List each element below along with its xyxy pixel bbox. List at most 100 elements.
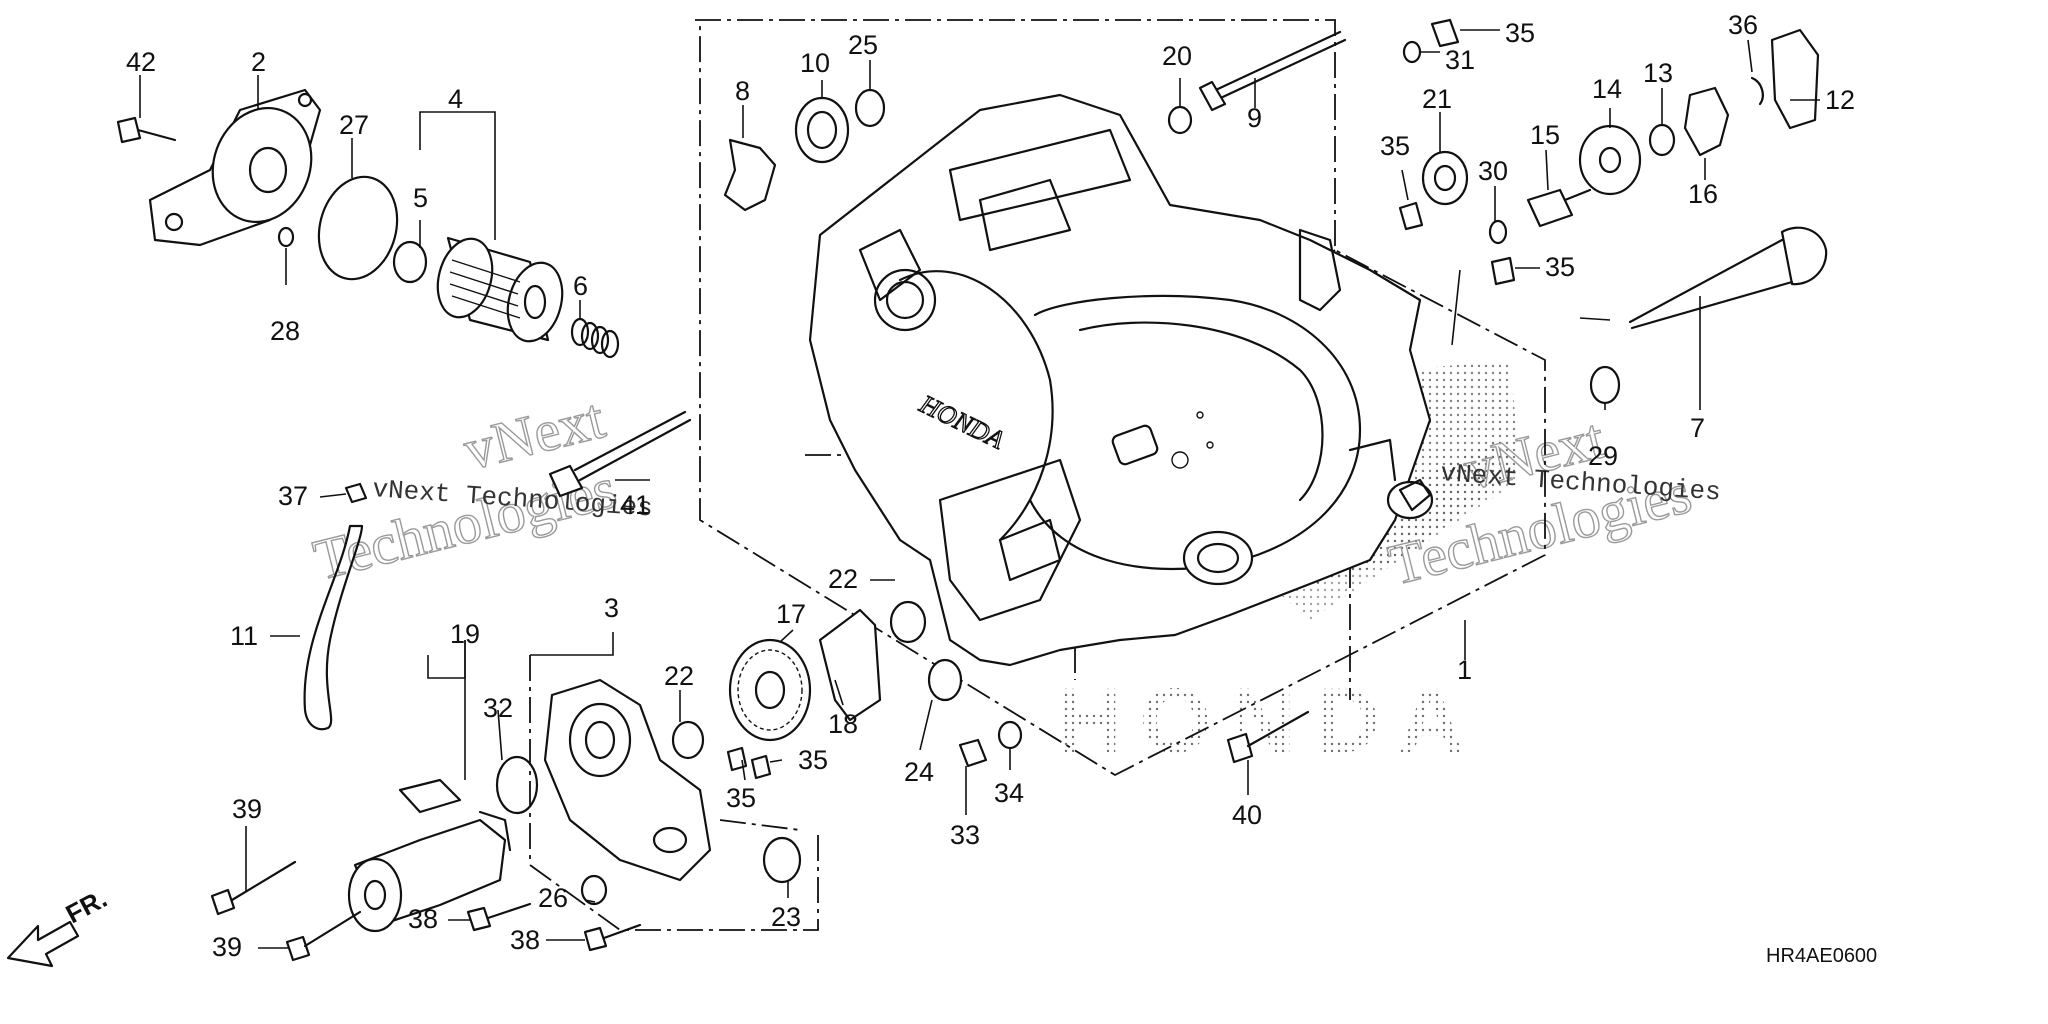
callout-19: 19: [450, 619, 480, 649]
callout-labels: 42 2 27 4 5 6 28 8 10 25 20 9 31 35 21 3…: [126, 10, 1855, 962]
callout-35-mid: 35: [1380, 131, 1410, 161]
callout-38-b: 38: [510, 925, 540, 955]
gear-14: [1578, 124, 1642, 196]
callout-16: 16: [1688, 179, 1718, 209]
o-ring-32: [495, 755, 539, 815]
callout-2: 2: [251, 47, 266, 77]
callout-11: 11: [230, 621, 258, 651]
dowel-35-right: [1490, 256, 1516, 286]
callout-39-b: 39: [212, 932, 242, 962]
callout-6: 6: [573, 271, 588, 301]
callout-35-right: 35: [1545, 252, 1575, 282]
bracket-12: [1770, 28, 1820, 130]
filter-o-ring: [392, 240, 428, 284]
callout-22-right: 22: [828, 564, 858, 594]
callout-30: 30: [1478, 156, 1508, 186]
oil-filter-cover: [148, 88, 322, 247]
oil-pump-housing: [543, 678, 712, 882]
callout-33: 33: [950, 820, 980, 850]
callout-35-top: 35: [1505, 18, 1535, 48]
o-ring-29: [1589, 365, 1621, 405]
nut-33: [958, 738, 988, 768]
bolt-38-b: [583, 923, 642, 952]
bearing-22-left: [671, 720, 705, 760]
callout-9: 9: [1247, 103, 1262, 133]
callout-36: 36: [1728, 10, 1758, 40]
callout-26: 26: [538, 883, 568, 913]
clip-36: [1750, 76, 1764, 106]
callout-42: 42: [126, 47, 156, 77]
callout-1: 1: [1457, 655, 1472, 685]
oil-filter-element: [436, 236, 564, 343]
callout-5: 5: [413, 183, 428, 213]
washer-20: [1167, 105, 1193, 135]
callout-15: 15: [1530, 120, 1560, 150]
callout-34: 34: [994, 778, 1024, 808]
callout-8: 8: [735, 76, 750, 106]
callout-35-pump-a: 35: [798, 745, 828, 775]
callout-28: 28: [270, 316, 300, 346]
callout-21: 21: [1422, 84, 1452, 114]
dowel-35-mid: [1398, 201, 1424, 231]
callout-20: 20: [1162, 41, 1192, 71]
callout-17: 17: [776, 599, 806, 629]
filter-cover-o-ring: [317, 175, 399, 281]
arm-18: [818, 608, 882, 722]
clip-37: [344, 482, 368, 504]
gear-17: [728, 638, 812, 742]
washer-31: [1402, 40, 1422, 64]
washer-28: [277, 226, 295, 248]
callout-18: 18: [828, 709, 858, 739]
seal-10: [794, 96, 850, 164]
drawing-code: HR4AE0600: [1766, 945, 1877, 967]
bearing-23: [762, 836, 802, 884]
callout-7: 7: [1690, 413, 1705, 443]
callout-14: 14: [1592, 74, 1622, 104]
bearing-22-right: [889, 600, 927, 644]
bolt-40: [1226, 710, 1310, 764]
dowel-35-pump-a: [726, 746, 748, 772]
callout-35-pump-b: 35: [726, 783, 756, 813]
washer-30: [1488, 219, 1508, 245]
callout-41: 41: [620, 490, 650, 520]
valve-8: [723, 138, 777, 212]
callout-24: 24: [904, 757, 934, 787]
callout-27: 27: [339, 110, 369, 140]
leader-lines: [139, 29, 1820, 949]
bolt-39-a: [210, 860, 297, 916]
bolt-41: [548, 410, 692, 498]
bolt-38-a: [466, 902, 532, 932]
front-arrow: FR.: [6, 883, 112, 968]
callout-4: 4: [448, 84, 463, 114]
bearing-21: [1421, 150, 1469, 206]
callout-38-a: 38: [408, 904, 438, 934]
callout-39-a: 39: [232, 794, 262, 824]
callout-40: 40: [1232, 800, 1262, 830]
starter-motor: [347, 778, 512, 933]
callout-13: 13: [1643, 58, 1673, 88]
hose-11: [303, 524, 364, 731]
callout-22-left: 22: [664, 661, 694, 691]
callout-23: 23: [771, 902, 801, 932]
right-crankcase-cover: HONDA: [808, 93, 1434, 667]
callout-25: 25: [848, 30, 878, 60]
callout-32: 32: [483, 693, 513, 723]
plate-16: [1683, 86, 1730, 157]
callout-12: 12: [1825, 85, 1855, 115]
dowel-35-pump-b: [750, 754, 772, 780]
washer-34: [997, 720, 1023, 750]
bolt-9: [1198, 30, 1347, 112]
collar-26: [580, 874, 608, 906]
bearing-24: [927, 658, 963, 702]
dipstick-7: [1628, 226, 1828, 330]
filter-cover-bolt: [116, 116, 177, 144]
bolt-15: [1526, 188, 1592, 228]
callout-10: 10: [800, 48, 830, 78]
callout-29: 29: [1588, 441, 1618, 471]
brand-background-text: HONDA: [1055, 670, 1482, 772]
callout-3: 3: [604, 593, 619, 623]
dowel-35-top: [1430, 18, 1460, 48]
callout-31: 31: [1445, 45, 1475, 75]
collar-13: [1648, 123, 1676, 157]
